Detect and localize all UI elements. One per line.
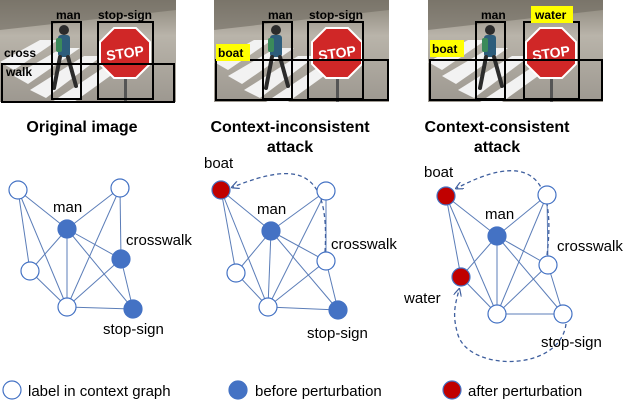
graph-nodes (211, 180, 348, 320)
man-figure (52, 25, 78, 90)
graph-node (316, 181, 336, 201)
detection-boxes (215, 21, 389, 101)
context-graph-original: man crosswalk stop-sign (8, 178, 192, 338)
legend-white-swatch (2, 380, 22, 400)
graph-node-boat (436, 186, 456, 206)
original-image: STOP man stop-sign cross walk (0, 0, 176, 103)
inconsistent-image: STOP boat man stop-sign (214, 0, 389, 102)
box-label-boat: boat (218, 46, 243, 60)
graph-node-water (451, 267, 471, 287)
graph-nodes (436, 185, 573, 324)
box-label-cross: cross (4, 46, 36, 60)
caption-inconsistent-line2: attack (267, 139, 313, 156)
legend-blue-label: before perturbation (255, 383, 382, 400)
graph-node-stop-sign (328, 300, 348, 320)
stop-sign-drawing: STOP (311, 27, 363, 102)
graph-node (110, 178, 130, 198)
graph-node (226, 263, 246, 283)
box-label-boat: boat (432, 42, 457, 56)
perturbation-arrow-water (455, 290, 567, 363)
perturbation-arrow (233, 173, 327, 253)
graph-node (258, 297, 278, 317)
stop-sign-drawing: STOP (525, 27, 577, 102)
caption-consistent-line1: Context-consistent (425, 119, 571, 136)
node-label-boat: boat (204, 155, 234, 172)
stop-sign-text: STOP (317, 42, 357, 63)
node-label-boat: boat (424, 164, 454, 181)
node-label-man: man (53, 199, 82, 216)
node-label-stop-sign: stop-sign (541, 334, 602, 351)
graph-node-man (57, 219, 77, 239)
caption-original: Original image (26, 119, 137, 136)
caption-inconsistent-line1: Context-inconsistent (210, 119, 370, 136)
box-label-man: man (56, 8, 81, 22)
legend-blue-swatch (228, 380, 248, 400)
box-label-man: man (481, 8, 506, 22)
node-label-crosswalk: crosswalk (331, 236, 397, 253)
graph-node (487, 304, 507, 324)
graph-node-boat (211, 180, 231, 200)
graph-nodes (8, 178, 143, 319)
legend: label in context graph before perturbati… (2, 380, 582, 400)
boat-label-highlight (216, 44, 250, 61)
box-label-man: man (268, 8, 293, 22)
graph-edges (220, 189, 339, 311)
node-label-man: man (485, 206, 514, 223)
caption-consistent-line2: attack (474, 139, 520, 156)
legend-red-label: after perturbation (468, 383, 582, 400)
consistent-image: STOP boat man water (428, 0, 603, 102)
graph-node (20, 261, 40, 281)
box-label-stop-sign: stop-sign (309, 8, 363, 22)
context-graph-inconsistent: boat man crosswalk stop-sign (204, 155, 397, 342)
box-label-walk: walk (5, 65, 32, 79)
graph-node-stop-sign (123, 299, 143, 319)
node-label-crosswalk: crosswalk (126, 232, 192, 249)
legend-white-label: label in context graph (28, 383, 171, 400)
graph-node-crosswalk (111, 249, 131, 269)
node-label-man: man (257, 201, 286, 218)
node-label-stop-sign: stop-sign (307, 325, 368, 342)
node-label-water: water (403, 290, 441, 307)
graph-edges (445, 194, 564, 315)
graph-node (8, 180, 28, 200)
graph-node-man (487, 226, 507, 246)
perturbation-arrow-boat (457, 170, 550, 256)
box-label-water: water (534, 8, 567, 22)
detection-boxes (1, 21, 175, 103)
graph-node-crosswalk (316, 251, 336, 271)
box-label-stop-sign: stop-sign (98, 8, 152, 22)
boat-label-highlight (430, 40, 464, 57)
graph-node (537, 185, 557, 205)
graph-node-crosswalk (538, 255, 558, 275)
stop-sign-text: STOP (531, 42, 571, 63)
graph-node (57, 297, 77, 317)
node-label-stop-sign: stop-sign (103, 321, 164, 338)
context-graph-consistent: boat man crosswalk water stop-sign (403, 164, 623, 363)
legend-red-swatch (442, 380, 462, 400)
man-figure (478, 25, 504, 90)
stop-sign-text: STOP (105, 42, 145, 63)
water-label-highlight (531, 6, 573, 23)
stop-sign-drawing: STOP (99, 27, 151, 102)
man-figure (264, 25, 290, 90)
graph-node-man (261, 221, 281, 241)
graph-node-stop-sign (553, 304, 573, 324)
node-label-crosswalk: crosswalk (557, 238, 623, 255)
scene-photo: STOP (0, 0, 176, 102)
